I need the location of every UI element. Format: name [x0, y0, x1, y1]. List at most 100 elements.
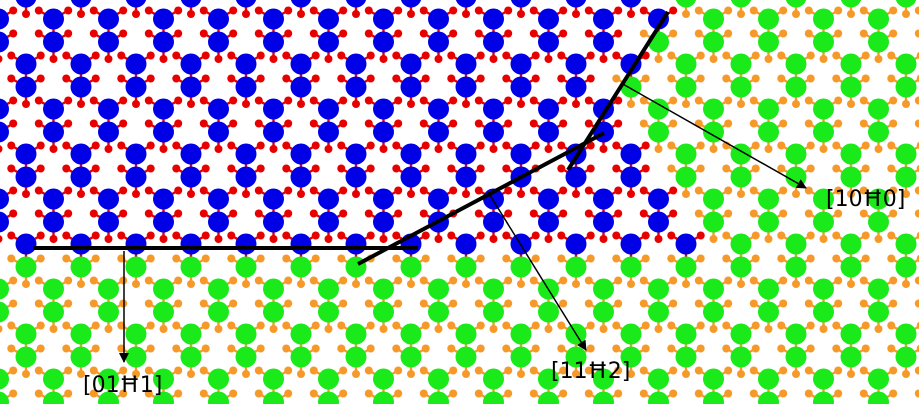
blue-atom — [565, 166, 587, 188]
green-atom — [758, 31, 779, 53]
blue-atom — [538, 188, 559, 210]
bond-node — [379, 235, 388, 243]
bond-node — [407, 10, 415, 18]
green-atom — [318, 278, 339, 300]
green-atom — [15, 256, 37, 278]
bond-node — [724, 96, 733, 105]
bond-node — [696, 321, 705, 330]
bond-node — [434, 145, 443, 153]
bond-node — [476, 321, 485, 330]
bond-node — [572, 190, 580, 198]
green-atom — [0, 391, 9, 404]
bond-node — [7, 344, 16, 353]
bond-node — [614, 6, 623, 15]
bond-node — [309, 119, 318, 128]
blue-atom — [538, 8, 559, 30]
bond-node — [557, 51, 566, 60]
bond-node — [364, 186, 373, 195]
bond-node — [749, 6, 758, 15]
bond-node — [379, 145, 388, 153]
bond-node — [722, 254, 731, 263]
green-atom — [675, 53, 697, 75]
blue-atom — [180, 233, 202, 255]
bond-node — [504, 119, 513, 128]
bond-node — [586, 164, 595, 173]
bond-node — [502, 231, 511, 240]
bond-node — [407, 280, 415, 288]
bond-node — [256, 321, 265, 330]
blue-atom — [373, 8, 394, 30]
green-atom — [648, 301, 669, 323]
bond-node — [309, 6, 318, 15]
bond-node — [889, 276, 898, 285]
bond-node — [187, 190, 195, 198]
green-atom — [125, 323, 147, 345]
bond-node — [557, 164, 566, 173]
blue-atom — [345, 0, 367, 8]
green-atom — [428, 301, 449, 323]
bond-node — [504, 96, 513, 105]
green-atom — [593, 391, 614, 404]
bond-node — [764, 235, 773, 243]
bond-node — [859, 209, 868, 218]
green-atom — [840, 53, 862, 75]
bond-node — [394, 366, 403, 375]
bond-node — [544, 55, 553, 63]
bond-node — [859, 6, 868, 15]
bond-node — [132, 280, 140, 288]
bond-node — [339, 96, 348, 105]
bond-node — [117, 164, 126, 173]
bond-node — [254, 186, 263, 195]
bond-node — [724, 186, 733, 195]
bond-node — [749, 276, 758, 285]
bond-node — [544, 235, 553, 243]
blue-atom — [263, 121, 284, 143]
bond-node — [407, 370, 415, 378]
grain-boundaries — [33, 10, 670, 266]
bond-node — [187, 280, 195, 288]
green-atom — [510, 256, 532, 278]
bond-node — [804, 276, 813, 285]
bond-node — [914, 96, 919, 105]
blue-atom — [373, 121, 394, 143]
bond-node — [474, 209, 483, 218]
bond-node — [449, 29, 458, 38]
bond-node — [172, 51, 181, 60]
bond-node — [559, 299, 568, 308]
bond-node — [364, 119, 373, 128]
bond-node — [36, 321, 45, 330]
bond-node — [749, 29, 758, 38]
bond-node — [364, 209, 373, 218]
bond-node — [62, 344, 71, 353]
bond-node — [227, 141, 236, 150]
bond-node — [586, 51, 595, 60]
blue-atom — [15, 0, 37, 8]
blue-atom — [0, 211, 9, 233]
green-atom — [758, 368, 779, 390]
blue-atom — [180, 76, 202, 98]
bond-node — [174, 29, 183, 38]
bond-node — [627, 280, 635, 288]
blue-atom — [0, 121, 9, 143]
bond-node — [889, 119, 898, 128]
green-atom — [703, 98, 724, 120]
bond-node — [641, 141, 650, 150]
blue-atom — [290, 0, 312, 8]
blue-atom — [483, 31, 504, 53]
bond-node — [724, 209, 733, 218]
bond-node — [779, 29, 788, 38]
green-atom — [813, 391, 834, 404]
blue-atom — [538, 31, 559, 53]
bond-node — [421, 321, 430, 330]
bond-node — [557, 344, 566, 353]
bond-node — [804, 209, 813, 218]
blue-atom — [345, 53, 367, 75]
bond-node — [421, 164, 430, 173]
bond-node — [832, 141, 841, 150]
bond-node — [792, 280, 800, 288]
green-atom — [675, 166, 697, 188]
bond-node — [859, 119, 868, 128]
green-atom — [813, 8, 834, 30]
blue-atom — [318, 211, 339, 233]
bond-node — [172, 231, 181, 240]
